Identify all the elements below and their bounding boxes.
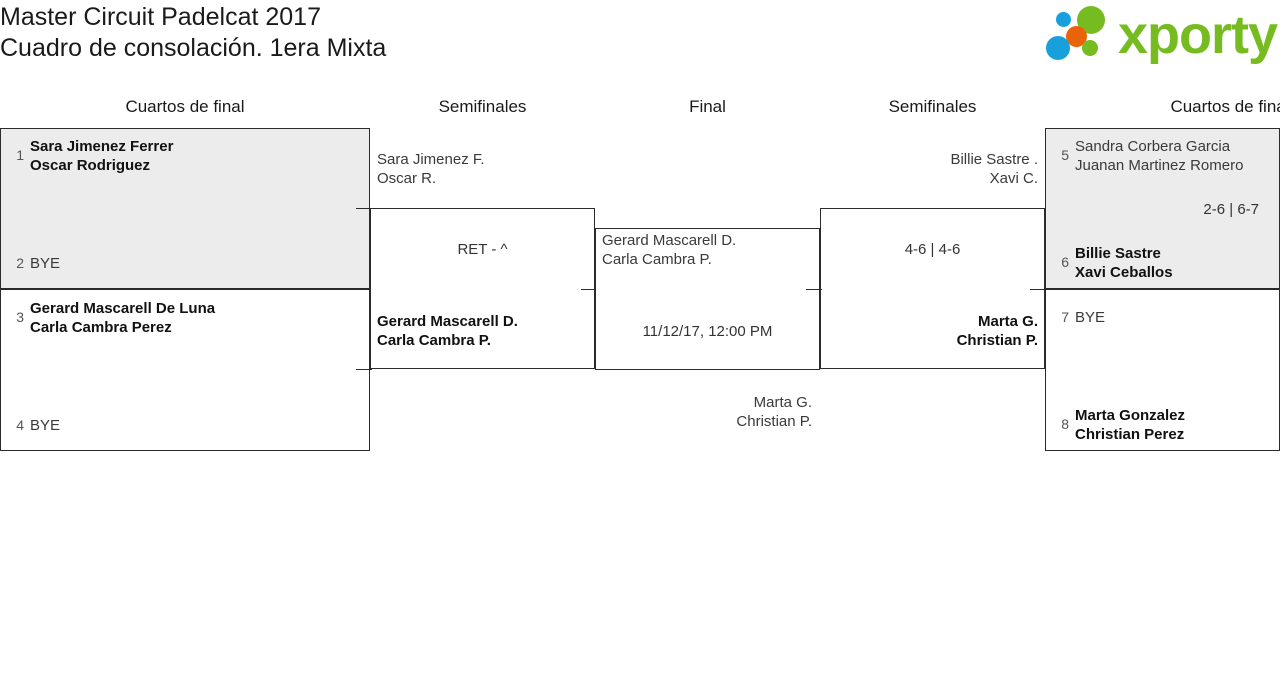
team-names: BYE bbox=[30, 254, 356, 273]
connector-qf-left-2-to-sf bbox=[356, 369, 372, 370]
logo-wordmark: xporty bbox=[1118, 5, 1278, 65]
team-qf-left-2-top[interactable]: 3 Gerard Mascarell De Luna Carla Cambra … bbox=[6, 299, 356, 337]
player-name: Sara Jimenez Ferrer bbox=[30, 138, 174, 155]
match-qf-right-2[interactable] bbox=[1045, 289, 1280, 451]
team-final-bottom[interactable]: Marta G. Christian P. bbox=[602, 393, 812, 431]
player-name: Sara Jimenez F. bbox=[377, 151, 485, 168]
seed-number: 6 bbox=[1061, 254, 1069, 270]
logo-dots-icon bbox=[1044, 6, 1120, 66]
team-qf-left-2-bottom[interactable]: 4 BYE bbox=[6, 416, 356, 435]
round-header-sf-right: Semifinales bbox=[888, 97, 977, 116]
player-name: Christian Perez bbox=[1075, 426, 1185, 443]
team-names: Marta Gonzalez Christian Perez bbox=[1075, 406, 1276, 444]
logo-dot-blue-large bbox=[1046, 36, 1070, 60]
team-names: Gerard Mascarell D. Carla Cambra P. bbox=[602, 231, 812, 269]
team-sf-right-top[interactable]: Billie Sastre . Xavi C. bbox=[828, 150, 1038, 188]
team-names: Sara Jimenez Ferrer Oscar Rodriguez bbox=[30, 137, 356, 175]
match-qf-left-2[interactable] bbox=[0, 289, 370, 451]
team-qf-right-1-bottom[interactable]: 6 Billie Sastre Xavi Ceballos bbox=[1051, 244, 1276, 282]
connector-sf-left-to-final bbox=[581, 289, 597, 290]
player-name: Xavi Ceballos bbox=[1075, 264, 1173, 281]
connector-sf-right-to-final bbox=[806, 289, 822, 290]
player-name: Gerard Mascarell De Luna bbox=[30, 300, 216, 317]
match-sf-left[interactable] bbox=[370, 208, 595, 369]
player-name: Gerard Mascarell D. bbox=[602, 232, 737, 249]
seed-number: 5 bbox=[1061, 147, 1069, 163]
round-header-final: Final bbox=[689, 97, 726, 116]
match-final[interactable] bbox=[595, 228, 820, 370]
team-final-top[interactable]: Gerard Mascarell D. Carla Cambra P. bbox=[602, 231, 812, 269]
player-name: Xavi C. bbox=[989, 170, 1038, 187]
player-name: Sandra Corbera Garcia bbox=[1075, 138, 1231, 155]
seed-number: 2 bbox=[16, 255, 24, 271]
team-names: Gerard Mascarell D. Carla Cambra P. bbox=[377, 312, 587, 350]
team-names: Sara Jimenez F. Oscar R. bbox=[377, 150, 587, 188]
score-sf-right: 4-6 | 4-6 bbox=[904, 241, 961, 258]
player-name: Oscar R. bbox=[377, 170, 437, 187]
seed-number: 4 bbox=[16, 417, 24, 433]
match-qf-left-1[interactable] bbox=[0, 128, 370, 289]
xporty-logo[interactable]: xporty bbox=[1044, 4, 1278, 66]
team-names: Marta G. Christian P. bbox=[602, 393, 812, 431]
player-name: Marta G. bbox=[977, 313, 1038, 330]
round-header-sf-left: Semifinales bbox=[438, 97, 527, 116]
team-qf-right-1-top[interactable]: 5 Sandra Corbera Garcia Juanan Martinez … bbox=[1051, 137, 1276, 175]
score-final: 11/12/17, 12:00 PM bbox=[642, 323, 773, 340]
player-name: BYE bbox=[1075, 309, 1106, 326]
tournament-name: Master Circuit Padelcat 2017 bbox=[0, 3, 321, 31]
player-name: Christian P. bbox=[736, 413, 812, 430]
logo-dot-orange bbox=[1066, 26, 1087, 47]
player-name: BYE bbox=[30, 255, 61, 272]
player-name: Carla Cambra Perez bbox=[30, 319, 172, 336]
player-name: Carla Cambra P. bbox=[602, 251, 712, 268]
team-qf-right-2-bottom[interactable]: 8 Marta Gonzalez Christian Perez bbox=[1051, 406, 1276, 444]
score-qf-right-1: 2-6 | 6-7 bbox=[1203, 201, 1259, 218]
page-header: Master Circuit Padelcat 2017 Cuadro de c… bbox=[0, 0, 1280, 90]
player-name: Christian P. bbox=[956, 332, 1038, 349]
player-name: Carla Cambra P. bbox=[377, 332, 491, 349]
player-name: Marta G. bbox=[753, 394, 812, 411]
match-qf-right-1[interactable] bbox=[1045, 128, 1280, 289]
team-names: Billie Sastre Xavi Ceballos bbox=[1075, 244, 1276, 282]
team-sf-left-top[interactable]: Sara Jimenez F. Oscar R. bbox=[377, 150, 587, 188]
team-sf-left-bottom[interactable]: Gerard Mascarell D. Carla Cambra P. bbox=[377, 312, 587, 350]
player-name: Gerard Mascarell D. bbox=[377, 313, 518, 330]
team-names: Marta G. Christian P. bbox=[828, 312, 1038, 350]
team-names: Sandra Corbera Garcia Juanan Martinez Ro… bbox=[1075, 137, 1276, 175]
page-title: Master Circuit Padelcat 2017 Cuadro de c… bbox=[0, 0, 386, 64]
seed-number: 1 bbox=[16, 147, 24, 163]
team-sf-right-bottom[interactable]: Marta G. Christian P. bbox=[828, 312, 1038, 350]
seed-number: 7 bbox=[1061, 309, 1069, 325]
team-names: Billie Sastre . Xavi C. bbox=[828, 150, 1038, 188]
logo-dot-blue-small bbox=[1056, 12, 1071, 27]
seed-number: 3 bbox=[16, 309, 24, 325]
connector-qf-right-1-to-sf bbox=[1030, 208, 1046, 209]
team-qf-right-2-top[interactable]: 7 BYE bbox=[1051, 308, 1276, 327]
player-name: BYE bbox=[30, 417, 61, 434]
connector-qf-left-1-to-sf bbox=[356, 208, 372, 209]
bracket-subtitle: Cuadro de consolación. 1era Mixta bbox=[0, 34, 387, 62]
player-name: Billie Sastre . bbox=[950, 151, 1038, 168]
player-name: Oscar Rodriguez bbox=[30, 157, 151, 174]
team-names: BYE bbox=[1075, 308, 1276, 327]
team-names: BYE bbox=[30, 416, 356, 435]
logo-dot-green-small bbox=[1082, 40, 1098, 56]
score-sf-left: RET - ^ bbox=[457, 241, 508, 258]
round-header-qf-left: Cuartos de final bbox=[125, 97, 245, 116]
match-sf-right[interactable] bbox=[820, 208, 1045, 369]
player-name: Marta Gonzalez bbox=[1075, 407, 1186, 424]
seed-number: 8 bbox=[1061, 416, 1069, 432]
player-name: Juanan Martinez Romero bbox=[1075, 157, 1244, 174]
player-name: Billie Sastre bbox=[1075, 245, 1161, 262]
connector-qf-right-2-to-sf bbox=[1030, 289, 1046, 290]
team-qf-left-1-bottom[interactable]: 2 BYE bbox=[6, 254, 356, 273]
team-qf-left-1-top[interactable]: 1 Sara Jimenez Ferrer Oscar Rodriguez bbox=[6, 137, 356, 175]
team-names: Gerard Mascarell De Luna Carla Cambra Pe… bbox=[30, 299, 356, 337]
round-header-qf-right: Cuartos de final bbox=[1170, 97, 1280, 116]
